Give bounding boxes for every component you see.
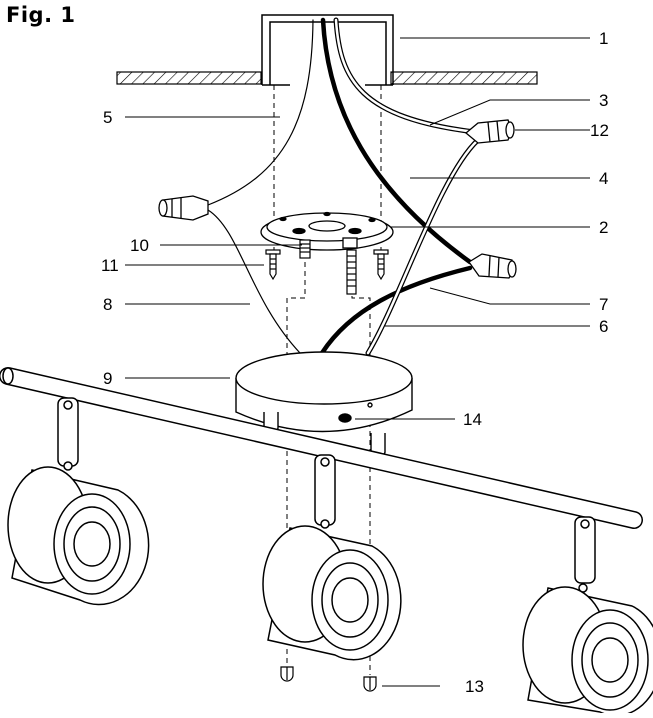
spotlight-right	[522, 516, 653, 717]
callout-9: 9	[103, 369, 112, 388]
callout-7: 7	[599, 295, 608, 314]
callout-4: 4	[599, 169, 608, 188]
supply-wires	[207, 17, 478, 265]
mounting-bracket	[260, 211, 394, 251]
figure-title: Fig. 1	[6, 3, 76, 27]
callout-11: 11	[101, 256, 119, 275]
callout-3: 3	[599, 91, 608, 110]
mounting-screw-long	[346, 249, 357, 295]
wire-nut-top-right	[464, 119, 515, 144]
callout-5: 5	[103, 108, 112, 127]
cap-nut-left	[280, 666, 294, 682]
spotlight-left	[7, 397, 150, 606]
callout-8: 8	[103, 295, 112, 314]
callout-2: 2	[599, 218, 608, 237]
bracket-screw-left	[265, 249, 281, 281]
callouts: 1 2 3 4 5 6 7 8 9 10 11 12 13 14	[101, 29, 609, 696]
threaded-pipe	[299, 239, 311, 259]
bracket-screw-right	[373, 249, 389, 281]
callout-1: 1	[599, 29, 608, 48]
callout-12: 12	[590, 121, 609, 140]
fixture-bar	[0, 367, 643, 529]
leader-lines	[125, 37, 590, 687]
wire-nut-bottom-right	[468, 253, 517, 279]
callout-14: 14	[463, 410, 482, 429]
wire-nut-left	[158, 195, 209, 221]
spotlight-center	[262, 454, 402, 661]
ceiling	[116, 71, 538, 85]
fixture-wires	[207, 137, 481, 356]
canopy	[235, 351, 413, 457]
callout-13: 13	[465, 677, 484, 696]
callout-10: 10	[130, 236, 149, 255]
callout-6: 6	[599, 317, 608, 336]
cap-nut-right	[363, 676, 377, 692]
outlet-box	[261, 14, 394, 86]
